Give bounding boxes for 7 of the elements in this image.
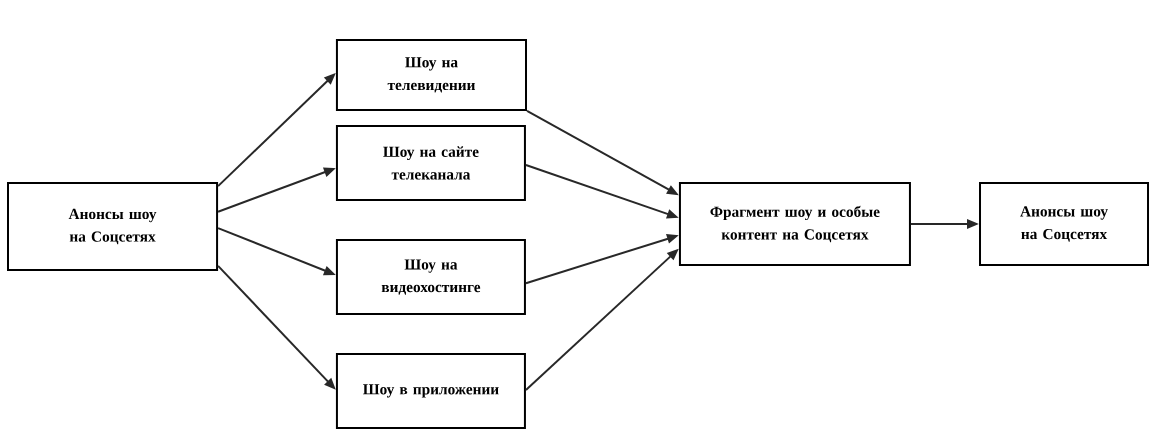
process-box: Шоу на видеохостинге [335, 239, 526, 316]
process-box: Шоу на телевидении [335, 38, 527, 111]
process-box: Шоу в приложении [335, 352, 526, 429]
process-box: Шоу на сайте телеканала [335, 124, 526, 201]
process-box: Анонсы шоу на Соцсетях [7, 182, 219, 271]
process-box: Анонсы шоу на Соцсетях [979, 182, 1149, 266]
process-box: Фрагмент шоу и особые контент на Соцсетях [678, 182, 911, 266]
